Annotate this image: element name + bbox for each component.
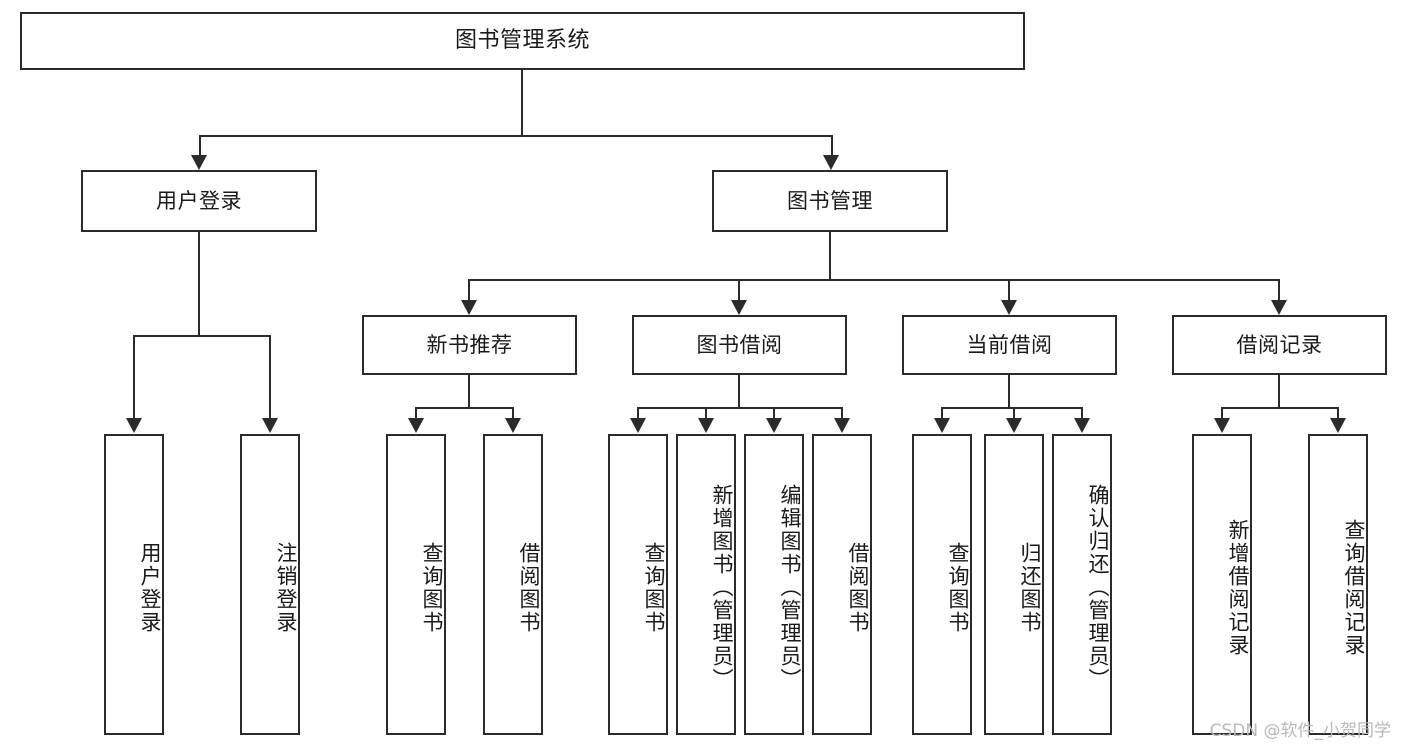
node-current-borrow[interactable]: 当前借阅: [902, 315, 1117, 375]
node-leaf-query-book-1[interactable]: 查询图书: [386, 434, 446, 735]
leaf-label: 归还图书: [1018, 541, 1042, 634]
connector-nbr-drop-1: [415, 407, 417, 419]
leaf-label: 新增图书（管理员）: [710, 484, 734, 691]
arrow-to-leaf-borrow-book-1: [505, 418, 521, 433]
arrow-to-current-borrow: [1001, 300, 1017, 315]
node-leaf-user-login[interactable]: 用户登录: [104, 434, 164, 735]
node-new-book-recommendation[interactable]: 新书推荐: [362, 315, 577, 375]
arrow-to-book-borrow: [731, 300, 747, 315]
connector-bb-drop-2: [705, 407, 707, 419]
node-leaf-query-book-3[interactable]: 查询图书: [912, 434, 972, 735]
connector-user-login-bus: [133, 335, 270, 337]
node-leaf-edit-book[interactable]: 编辑图书（管理员）: [744, 434, 804, 735]
connector-cb-drop-1: [941, 407, 943, 419]
connector-cb-drop-2: [1013, 407, 1015, 419]
connector-nbr-drop-2: [512, 407, 514, 419]
connector-user-login-stem: [198, 232, 200, 336]
connector-book-manage-drop-1: [468, 279, 470, 301]
leaf-label: 查询借阅记录: [1342, 518, 1366, 657]
connector-user-login-drop-1: [133, 335, 135, 419]
connector-book-manage-drop-4: [1278, 279, 1280, 301]
connector-bb-drop-4: [841, 407, 843, 419]
arrow-to-leaf-user-logout: [262, 418, 278, 433]
arrow-to-leaf-confirm-return: [1074, 418, 1090, 433]
leaf-label: 用户登录: [138, 541, 162, 634]
node-book-borrow[interactable]: 图书借阅: [632, 315, 847, 375]
arrow-to-leaf-query-book-2: [630, 418, 646, 433]
arrow-to-leaf-query-record: [1330, 418, 1346, 433]
connector-root-drop-left: [199, 135, 201, 156]
node-leaf-borrow-book-1[interactable]: 借阅图书: [483, 434, 543, 735]
arrow-to-user-login: [191, 155, 207, 170]
connector-br-drop-2: [1337, 407, 1339, 419]
node-borrow-record[interactable]: 借阅记录: [1172, 315, 1387, 375]
arrow-to-leaf-return-book: [1006, 418, 1022, 433]
node-book-management[interactable]: 图书管理: [712, 170, 948, 232]
connector-root-stem: [521, 70, 523, 136]
leaf-label: 借阅图书: [846, 541, 870, 634]
connector-cb-stem: [1008, 375, 1010, 408]
node-user-login[interactable]: 用户登录: [81, 170, 317, 232]
arrow-to-leaf-add-record: [1214, 418, 1230, 433]
leaf-label: 注销登录: [274, 541, 298, 634]
node-leaf-add-book[interactable]: 新增图书（管理员）: [676, 434, 736, 735]
leaf-label: 查询图书: [946, 541, 970, 634]
connector-root-bus: [199, 135, 833, 137]
arrow-to-leaf-query-book-1: [408, 418, 424, 433]
arrow-to-borrow-record: [1271, 300, 1287, 315]
connector-user-login-drop-2: [269, 335, 271, 419]
arrow-to-new-book-recommend: [461, 300, 477, 315]
node-leaf-user-logout[interactable]: 注销登录: [240, 434, 300, 735]
node-leaf-add-record[interactable]: 新增借阅记录: [1192, 434, 1252, 735]
arrow-to-leaf-borrow-book-2: [834, 418, 850, 433]
node-leaf-query-record[interactable]: 查询借阅记录: [1308, 434, 1368, 735]
connector-bb-stem: [738, 375, 740, 408]
arrow-to-leaf-user-login: [126, 418, 142, 433]
connector-br-stem: [1278, 375, 1280, 408]
connector-bb-bus: [637, 407, 842, 409]
node-leaf-confirm-return[interactable]: 确认归还（管理员）: [1052, 434, 1112, 735]
connector-book-manage-drop-2: [738, 279, 740, 301]
connector-book-manage-drop-3: [1008, 279, 1010, 301]
connector-book-manage-bus: [468, 279, 1280, 281]
leaf-label: 确认归还（管理员）: [1086, 484, 1110, 691]
leaf-label: 查询图书: [420, 541, 444, 634]
node-root-book-management-system[interactable]: 图书管理系统: [20, 12, 1025, 70]
connector-bb-drop-1: [637, 407, 639, 419]
connector-bb-drop-3: [773, 407, 775, 419]
arrow-to-leaf-edit-book: [766, 418, 782, 433]
connector-nbr-bus: [415, 407, 513, 409]
leaf-label: 借阅图书: [517, 541, 541, 634]
connector-br-bus: [1221, 407, 1337, 409]
csdn-watermark: CSDN @软件_小贺同学: [1209, 721, 1391, 741]
arrow-to-book-manage: [823, 155, 839, 170]
node-leaf-borrow-book-2[interactable]: 借阅图书: [812, 434, 872, 735]
leaf-label: 编辑图书（管理员）: [778, 484, 802, 691]
leaf-label: 新增借阅记录: [1226, 518, 1250, 657]
leaf-label: 查询图书: [642, 541, 666, 634]
connector-root-drop-right: [831, 135, 833, 156]
connector-cb-bus: [941, 407, 1082, 409]
arrow-to-leaf-add-book: [698, 418, 714, 433]
connector-cb-drop-3: [1081, 407, 1083, 419]
arrow-to-leaf-query-book-3: [934, 418, 950, 433]
connector-br-drop-1: [1221, 407, 1223, 419]
node-leaf-return-book[interactable]: 归还图书: [984, 434, 1044, 735]
connector-nbr-stem: [468, 375, 470, 408]
node-leaf-query-book-2[interactable]: 查询图书: [608, 434, 668, 735]
connector-book-manage-stem: [829, 232, 831, 280]
